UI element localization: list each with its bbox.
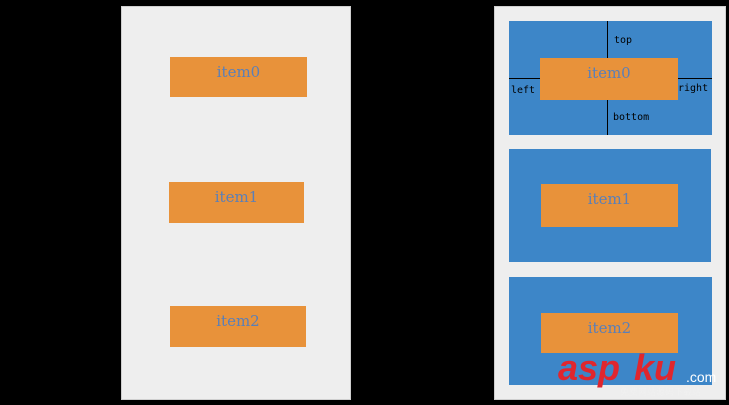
watermark-suffix: .com [686, 369, 717, 385]
guide-label-top: top [614, 35, 633, 46]
left-item-1: item1 [169, 182, 304, 223]
guide-right-line [678, 78, 712, 79]
guide-label-left: left [511, 85, 536, 96]
left-item-2: item2 [170, 306, 306, 347]
watermark-brand-b: ku [634, 347, 677, 388]
guide-top-line [607, 21, 608, 58]
guide-label-bottom: bottom [613, 112, 650, 123]
right-item-2: item2 [541, 313, 678, 353]
right-item-0: item0 [540, 58, 678, 100]
guide-label-right: right [678, 83, 709, 94]
left-item-0: item0 [170, 57, 307, 97]
right-item-1: item1 [541, 184, 678, 227]
guide-left-line [509, 78, 540, 79]
guide-bottom-line [607, 100, 608, 135]
watermark-tagline: 免费网站源码下载站 [620, 388, 702, 398]
watermark-brand-a: asp [558, 347, 621, 388]
